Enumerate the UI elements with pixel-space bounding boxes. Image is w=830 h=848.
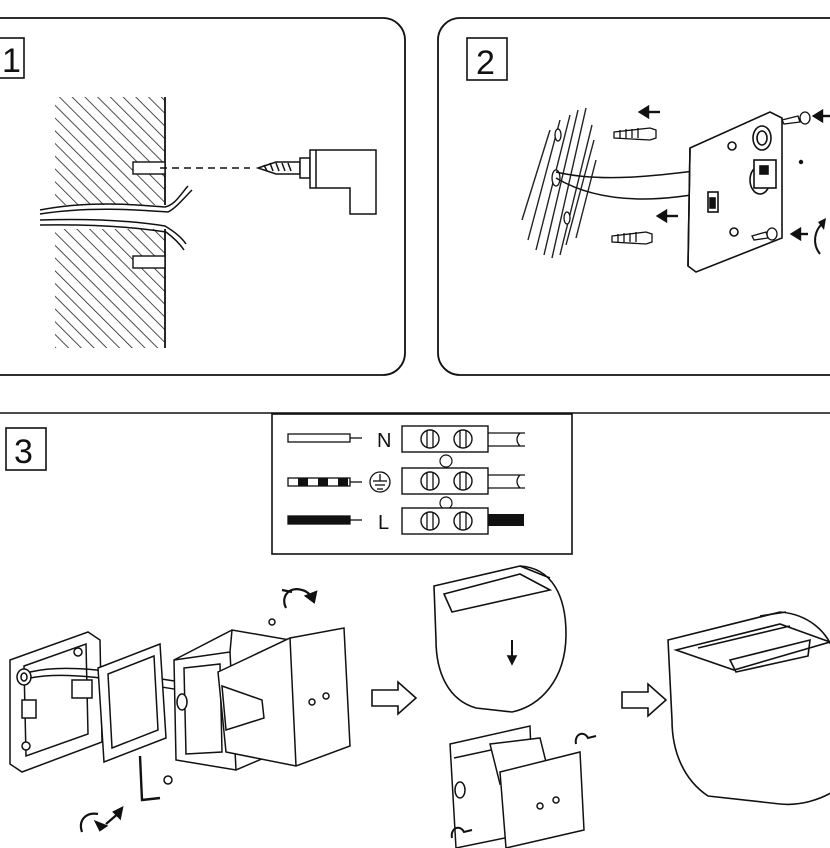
neutral-label: N	[377, 430, 391, 452]
screw-turn-icon-2	[450, 826, 473, 839]
drill-bit-icon	[255, 149, 377, 215]
earth-ground-icon	[369, 471, 391, 493]
live-label: L	[378, 512, 389, 534]
lamp-body	[449, 725, 585, 848]
panel-step-2: 2	[437, 17, 830, 376]
step-3-box	[5, 427, 47, 471]
wall-section-2	[521, 107, 597, 259]
rotate-arrow-icon-bottom	[79, 806, 124, 833]
panel-step-1: 1	[0, 17, 406, 376]
step-2-box	[466, 37, 508, 81]
assembled-lamp	[667, 611, 830, 806]
neutral-wire-row: N	[287, 425, 525, 453]
supply-cables	[39, 185, 193, 251]
hollow-arrow-right-icon-2	[621, 682, 668, 718]
step-3-number: 3	[14, 433, 33, 471]
wall-plug-upper	[613, 127, 657, 141]
wall-plug-lower	[611, 231, 653, 245]
screw-lower	[751, 227, 778, 241]
hex-key-icon	[138, 755, 161, 802]
panel-step-3: 3 N	[0, 412, 830, 848]
screw-upper	[781, 111, 811, 125]
screw-turn-icon-1	[574, 732, 597, 745]
wiring-legend: N	[271, 413, 573, 555]
hollow-arrow-right-icon	[371, 680, 418, 716]
rotate-arrow-icon-top	[281, 588, 318, 609]
exploded-assembly	[9, 618, 351, 802]
earth-wire-row	[287, 467, 525, 495]
wall-section	[40, 97, 166, 348]
drill-hole-lower	[132, 255, 166, 269]
step-2-number: 2	[476, 44, 495, 82]
live-wire-row: L	[287, 507, 524, 535]
mounting-plate	[687, 111, 783, 273]
step-1-number: 1	[2, 42, 21, 80]
direction-arrows-2	[637, 104, 830, 242]
step-1-box	[0, 37, 25, 79]
panel-2-frame	[437, 17, 830, 376]
curved-shade	[433, 565, 567, 713]
